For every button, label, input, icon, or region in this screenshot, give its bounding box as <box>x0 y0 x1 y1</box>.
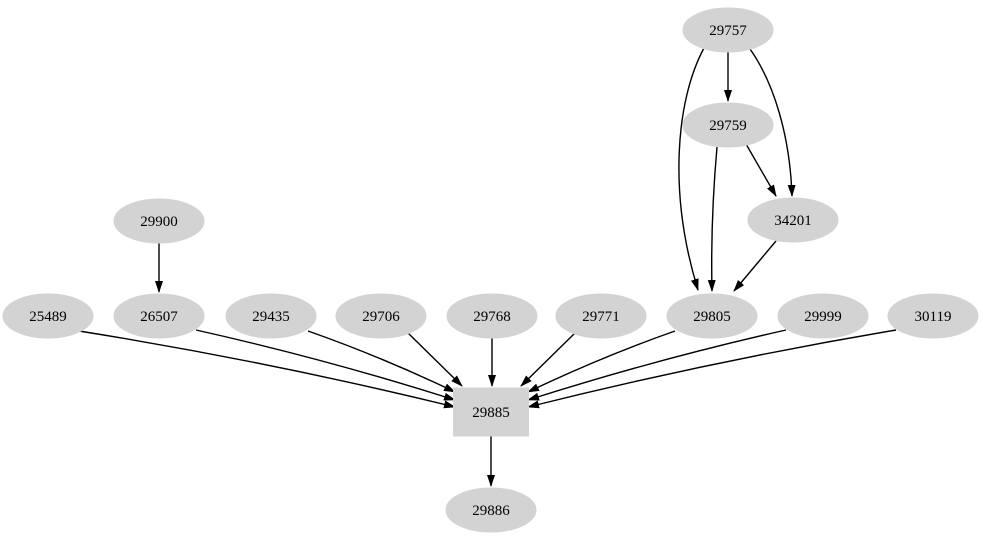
node-25489: 25489 <box>2 293 94 339</box>
edge-29706-to-29885 <box>407 332 463 387</box>
node-shape-ellipse <box>777 293 869 339</box>
node-shape-ellipse <box>887 293 979 339</box>
node-label: 26507 <box>140 309 178 325</box>
node-shape-ellipse <box>555 293 647 339</box>
node-label: 25489 <box>29 309 67 325</box>
node-label: 29771 <box>582 309 620 325</box>
node-29768: 29768 <box>446 293 538 339</box>
edge-25489-to-29885 <box>78 330 456 409</box>
node-shape-ellipse <box>682 7 774 53</box>
node-29771: 29771 <box>555 293 647 339</box>
node-shape-ellipse <box>445 487 537 533</box>
node-label: 29759 <box>709 118 747 134</box>
node-29435: 29435 <box>225 293 317 339</box>
node-shape-ellipse <box>113 198 205 244</box>
node-label: 34201 <box>774 213 812 229</box>
edge-29757-to-29805 <box>678 47 705 291</box>
node-label: 29757 <box>709 23 747 39</box>
node-label: 29999 <box>804 309 842 325</box>
node-label: 29768 <box>473 309 511 325</box>
edge-29435-to-29885 <box>307 330 456 393</box>
edge-29999-to-29885 <box>527 329 787 401</box>
node-29885: 29885 <box>453 387 529 437</box>
edge-29757-to-34201 <box>749 48 796 197</box>
node-label: 29886 <box>472 503 510 519</box>
node-29805: 29805 <box>666 293 758 339</box>
node-shape-ellipse <box>335 293 427 339</box>
node-label: 29885 <box>472 405 510 421</box>
edge-29759-to-29805 <box>707 146 718 292</box>
node-label: 29435 <box>252 309 290 325</box>
edge-30119-to-29885 <box>527 329 897 409</box>
node-shape-rect <box>453 387 529 437</box>
edge-26507-to-29885 <box>195 329 456 401</box>
node-shape-ellipse <box>682 102 774 148</box>
node-label: 30119 <box>915 309 952 325</box>
node-29999: 29999 <box>777 293 869 339</box>
node-29886: 29886 <box>445 487 537 533</box>
edge-29771-to-29885 <box>520 332 576 387</box>
node-29757: 29757 <box>682 7 774 53</box>
node-shape-ellipse <box>225 293 317 339</box>
node-29759: 29759 <box>682 102 774 148</box>
node-shape-ellipse <box>2 293 94 339</box>
node-label: 29706 <box>362 309 400 325</box>
node-29900: 29900 <box>113 198 205 244</box>
node-label: 29900 <box>140 214 178 230</box>
edge-29805-to-29885 <box>527 330 676 393</box>
edge-29759-to-34201 <box>745 143 777 197</box>
node-30119: 30119 <box>887 293 979 339</box>
edge-34201-to-29805 <box>733 240 777 292</box>
node-29706: 29706 <box>335 293 427 339</box>
node-shape-ellipse <box>446 293 538 339</box>
node-26507: 26507 <box>113 293 205 339</box>
node-shape-ellipse <box>666 293 758 339</box>
node-34201: 34201 <box>747 197 839 243</box>
node-label: 29805 <box>693 309 731 325</box>
node-shape-ellipse <box>113 293 205 339</box>
node-shape-ellipse <box>747 197 839 243</box>
